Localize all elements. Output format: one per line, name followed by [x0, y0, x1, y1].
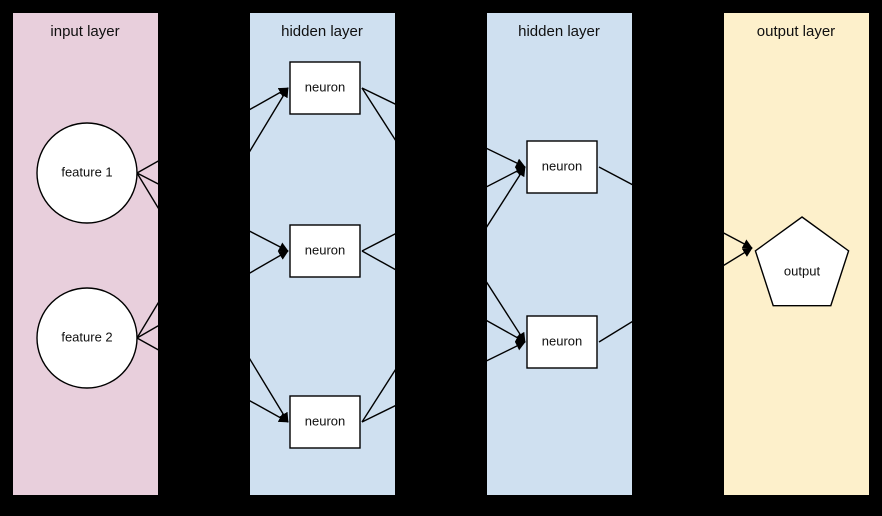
network-nodes: feature 1 feature 2 neuron neuron neuron neur… [36, 61, 850, 449]
edge-f1-h1n1 [136, 87, 289, 174]
edge-f1-h1n3 [136, 172, 289, 423]
node-feature-2[interactable]: feature 2 [36, 287, 138, 389]
node-shape-hidden1-neuron-3 [289, 395, 361, 449]
node-shape-hidden2-neuron-1 [526, 140, 598, 194]
node-label-hidden2-neuron-1: neuron [542, 158, 582, 173]
edge-h2n1-output [598, 166, 753, 249]
edge-h1n1-h2n1 [361, 87, 526, 168]
layer-titles: input layer hidden layer hidden layer outpu… [50, 23, 835, 40]
layer-background-hidden-layer-2 [487, 13, 632, 495]
layer-title-hidden-layer-1: hidden layer [281, 23, 363, 40]
edge-h2n2-output [598, 247, 753, 343]
node-label-hidden2-neuron-2: neuron [542, 333, 582, 348]
node-feature-1[interactable]: feature 1 [36, 122, 138, 224]
node-hidden1-neuron-2[interactable]: neuron [289, 224, 361, 278]
node-label-output-node: output [784, 263, 821, 278]
node-hidden1-neuron-3[interactable]: neuron [289, 395, 361, 449]
edge-h1n2-h2n1 [361, 166, 526, 252]
node-hidden2-neuron-1[interactable]: neuron [526, 140, 598, 194]
layer-title-output-layer: output layer [757, 23, 835, 40]
edge-h1n2-h2n2 [361, 250, 526, 343]
node-output-node[interactable]: output [754, 216, 850, 307]
edge-h1n1-h2n2 [361, 87, 526, 343]
edge-h1n3-h2n1 [361, 166, 526, 423]
node-label-feature-1: feature 1 [61, 164, 112, 179]
node-shape-hidden2-neuron-2 [526, 315, 598, 369]
connection-edges [136, 87, 753, 423]
layer-title-input-layer: input layer [50, 23, 119, 40]
node-shape-feature-1 [36, 122, 138, 224]
node-label-hidden1-neuron-3: neuron [305, 413, 345, 428]
node-shape-output-node [754, 216, 850, 307]
edge-f2-h1n1 [136, 87, 289, 339]
edge-h1n3-h2n2 [361, 341, 526, 423]
node-label-hidden1-neuron-2: neuron [305, 242, 345, 257]
node-label-feature-2: feature 2 [61, 329, 112, 344]
node-shape-hidden1-neuron-1 [289, 61, 361, 115]
node-shape-feature-2 [36, 287, 138, 389]
node-shape-hidden1-neuron-2 [289, 224, 361, 278]
node-hidden2-neuron-2[interactable]: neuron [526, 315, 598, 369]
layer-title-hidden-layer-2: hidden layer [518, 23, 600, 40]
layer-background-input-layer [13, 13, 158, 495]
node-label-hidden1-neuron-1: neuron [305, 79, 345, 94]
node-hidden1-neuron-1[interactable]: neuron [289, 61, 361, 115]
edge-f2-h1n3 [136, 337, 289, 423]
edge-f2-h1n2 [136, 250, 289, 339]
